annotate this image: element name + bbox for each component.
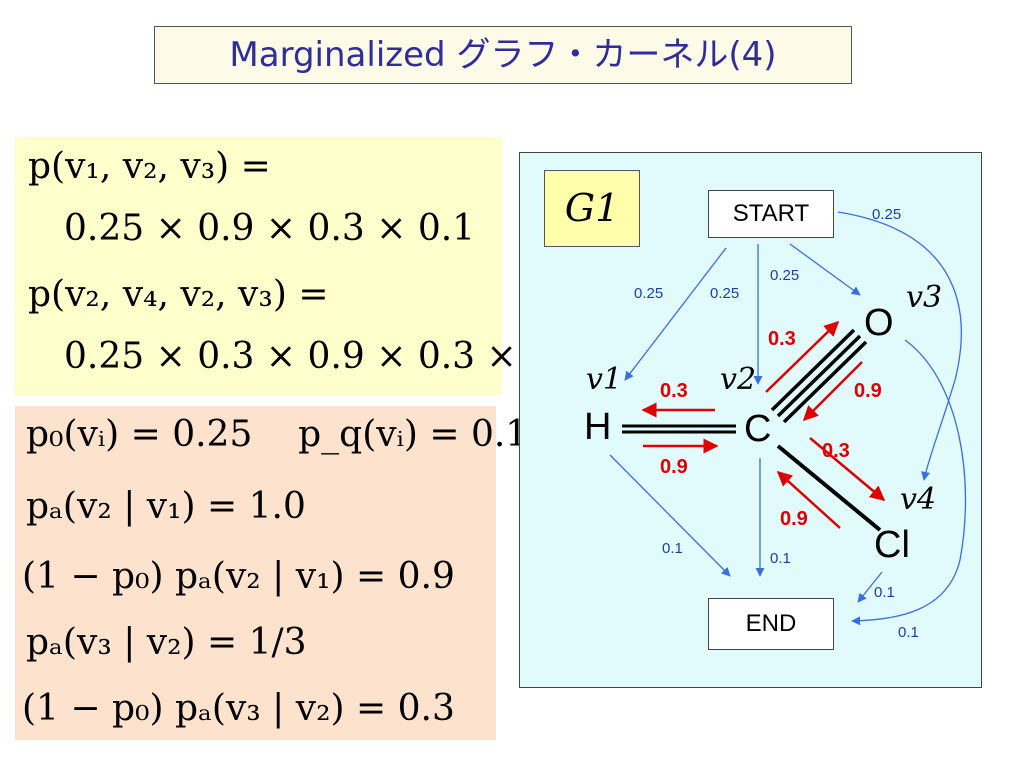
formula-line: p(v₁, v₂, v₃) =: [28, 146, 271, 187]
edge-start-cl: [837, 211, 962, 481]
atom-o: O: [864, 302, 894, 344]
edge-start-h: [624, 247, 727, 381]
edge-start-o: [789, 243, 861, 296]
formula-line: pₐ(v₂ | v₁) = 1.0: [26, 486, 306, 527]
arrow-c-to-o: [765, 320, 840, 393]
prob-c-to-o: 0.3: [768, 328, 796, 350]
arrow-cl-to-c: [776, 470, 841, 529]
graph-name-label: G1: [544, 170, 640, 247]
formula-line: p(v₂, v₄, v₂, v₃) =: [28, 274, 329, 315]
bond-c-o-c: [782, 340, 868, 424]
graph-name-text: G1: [564, 186, 620, 230]
formula-panel-bottom: [15, 406, 496, 740]
atom-cl: Cl: [874, 524, 910, 566]
formula-line: (1 − p₀) pₐ(v₃ | v₂) = 0.3: [22, 688, 455, 729]
edge-h-end: [609, 454, 731, 577]
bond-c-o-b: [776, 334, 862, 418]
vertex-label-v1: v1: [586, 362, 623, 397]
vertex-label-v3: v3: [906, 280, 943, 315]
prob-h-to-c: 0.9: [660, 456, 688, 478]
atom-h: H: [584, 406, 612, 448]
edge-cl-end: [857, 571, 883, 603]
arrow-c-to-cl: [809, 437, 886, 501]
prob-start-cl: 0.25: [872, 206, 902, 223]
prob-o-to-c: 0.9: [854, 380, 882, 402]
arrow-o-to-c: [802, 361, 863, 422]
prob-o-end: 0.1: [898, 624, 919, 641]
prob-h-end: 0.1: [662, 540, 683, 557]
vertex-label-v4: v4: [900, 482, 937, 517]
edge-o-end: [851, 339, 967, 626]
bond-c-cl: [776, 444, 882, 532]
prob-start-h: 0.25: [634, 285, 664, 302]
prob-c-to-cl: 0.3: [822, 440, 850, 462]
bond-c-o-a: [770, 328, 856, 412]
formula-line: (1 − p₀) pₐ(v₂ | v₁) = 0.9: [22, 556, 455, 597]
vertex-label-v2: v2: [720, 362, 757, 397]
start-node: START: [708, 190, 834, 238]
formula-panel-top: [15, 137, 502, 395]
slide-title: Marginalized グラフ・カーネル(4): [154, 26, 852, 84]
prob-c-to-h: 0.3: [660, 380, 688, 402]
prob-cl-to-c: 0.9: [780, 508, 808, 530]
formula-line: 0.25 × 0.9 × 0.3 × 0.1: [64, 208, 476, 249]
prob-c-end: 0.1: [770, 550, 791, 567]
prob-cl-end: 0.1: [874, 584, 895, 601]
formula-line: pₐ(v₃ | v₂) = 1/3: [26, 622, 307, 663]
formula-line: p₀(vᵢ) = 0.25 p_q(vᵢ) = 0.1: [26, 414, 529, 455]
prob-start-o: 0.25: [770, 267, 800, 284]
atom-c: C: [744, 408, 772, 450]
end-node: END: [708, 598, 834, 650]
prob-start-c: 0.25: [710, 285, 740, 302]
